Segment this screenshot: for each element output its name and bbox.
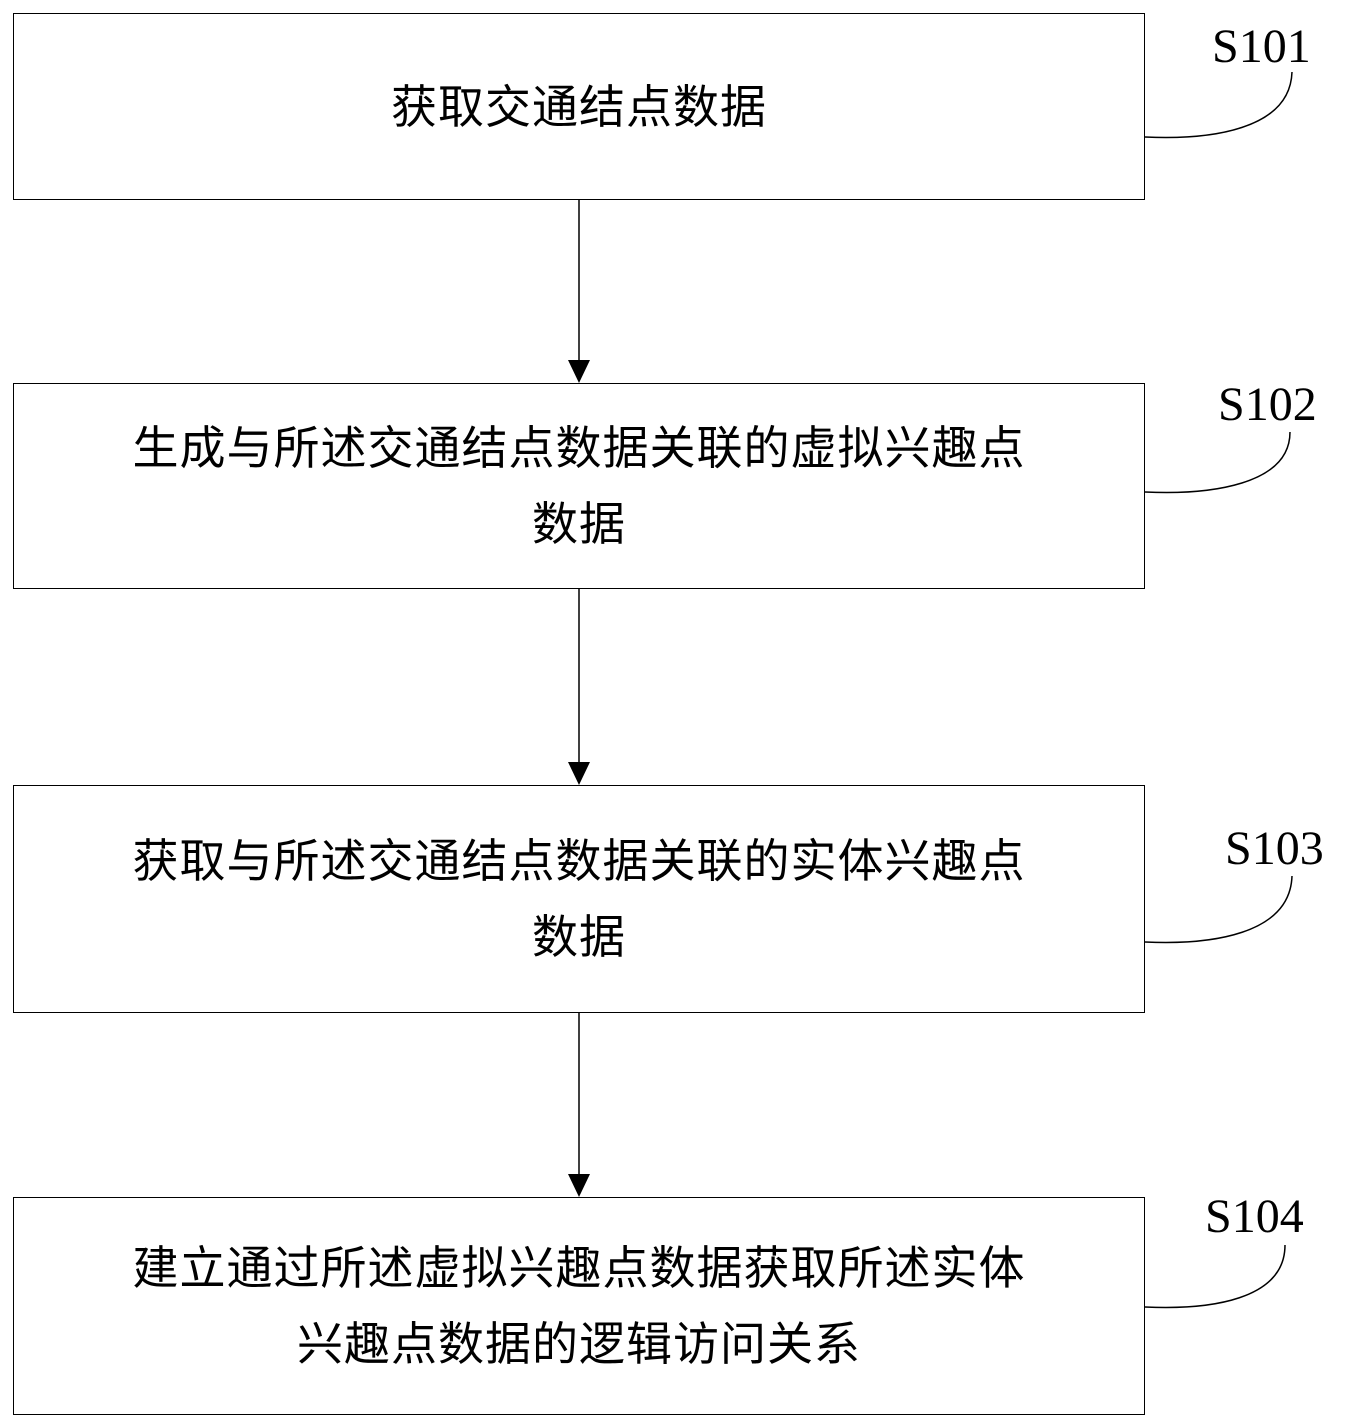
leader-line-s103: [1144, 875, 1293, 944]
arrow-s101-to-s102: [568, 200, 590, 383]
step-label-s102: S102: [1218, 378, 1317, 431]
step-text-s104: 建立通过所述虚拟兴趣点数据获取所述实体 兴趣点数据的逻辑访问关系: [132, 1241, 1026, 1371]
step-label-s101: S101: [1212, 20, 1311, 73]
leader-line-s104: [1144, 1244, 1286, 1309]
arrow-s103-to-s104: [568, 1013, 590, 1197]
step-box-s101: 获取交通结点数据: [13, 13, 1145, 200]
leader-line-s102: [1144, 431, 1291, 494]
leader-line-s101: [1144, 71, 1293, 139]
step-box-s102: 生成与所述交通结点数据关联的虚拟兴趣点 数据: [13, 383, 1145, 589]
step-box-s103: 获取与所述交通结点数据关联的实体兴趣点 数据: [13, 785, 1145, 1013]
step-box-s104: 建立通过所述虚拟兴趣点数据获取所述实体 兴趣点数据的逻辑访问关系: [13, 1197, 1145, 1415]
step-text-s103: 获取与所述交通结点数据关联的实体兴趣点 数据: [132, 834, 1026, 964]
step-label-s103: S103: [1225, 822, 1324, 875]
step-label-s104: S104: [1205, 1190, 1304, 1243]
arrow-s102-to-s103: [568, 589, 590, 785]
step-text-s101: 获取交通结点数据: [391, 79, 767, 134]
step-text-s102: 生成与所述交通结点数据关联的虚拟兴趣点 数据: [132, 421, 1026, 551]
